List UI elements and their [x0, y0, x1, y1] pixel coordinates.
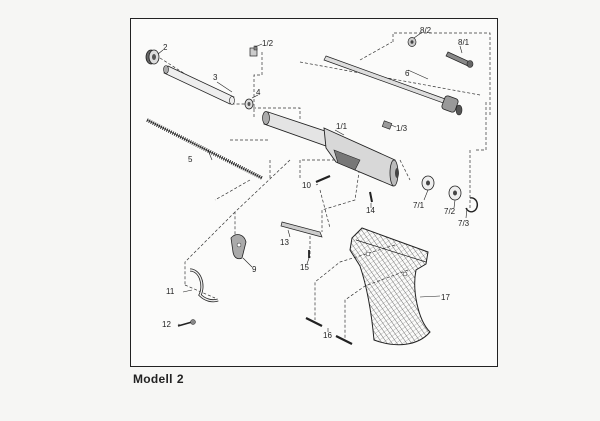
- part-17-grip: [349, 227, 431, 346]
- label-14: 14: [366, 206, 375, 215]
- label-7-2: 7/2: [444, 207, 456, 216]
- part-4-washer: [244, 98, 254, 110]
- label-3: 3: [213, 73, 218, 82]
- part-10-pin: [315, 174, 331, 184]
- part-8-2-washer: [407, 37, 417, 47]
- part-9-trigger: [230, 234, 247, 260]
- part-11-trigger-guard: [189, 268, 219, 303]
- label-4: 4: [256, 88, 261, 97]
- label-1-2: 1/2: [262, 39, 274, 48]
- part-1-2-nut: [249, 45, 258, 57]
- part-7-2-washer: [448, 185, 462, 201]
- part-16-pins: [305, 317, 353, 345]
- label-13: 13: [280, 238, 289, 247]
- leader-lines: [157, 32, 468, 332]
- label-12: 12: [162, 320, 171, 329]
- drawing-frame: [130, 18, 498, 367]
- label-2: 2: [163, 43, 168, 52]
- part-7-1-washer: [421, 175, 435, 191]
- label-15: 15: [300, 263, 309, 272]
- part-7-3-clip: [465, 197, 479, 213]
- label-8-1: 8/1: [458, 38, 470, 47]
- part-8-1-valve: [445, 51, 474, 68]
- part-2-end-cap: [145, 49, 160, 65]
- part-1-1-barrel-housing: [262, 111, 399, 187]
- part-1-3-screw: [381, 120, 393, 130]
- part-3-tube: [163, 65, 235, 105]
- label-10: 10: [302, 181, 311, 190]
- label-9: 9: [252, 265, 257, 274]
- label-8-2: 8/2: [420, 26, 432, 35]
- label-7-3: 7/3: [458, 219, 470, 228]
- label-16: 16: [323, 331, 332, 340]
- label-11: 11: [166, 287, 175, 296]
- part-6-rod: [323, 55, 463, 116]
- label-1-1: 1/1: [336, 122, 348, 131]
- label-6: 6: [405, 69, 410, 78]
- label-17: 17: [441, 293, 450, 302]
- label-1-3: 1/3: [396, 124, 408, 133]
- model-number: 2: [176, 372, 184, 386]
- model-word: Modell: [133, 372, 173, 386]
- part-12-screw: [177, 319, 196, 327]
- label-7-1: 7/1: [413, 201, 425, 210]
- part-14-pin: [369, 191, 373, 203]
- part-5-spring: [146, 118, 263, 180]
- label-5: 5: [188, 155, 193, 164]
- part-13-bar: [280, 221, 323, 238]
